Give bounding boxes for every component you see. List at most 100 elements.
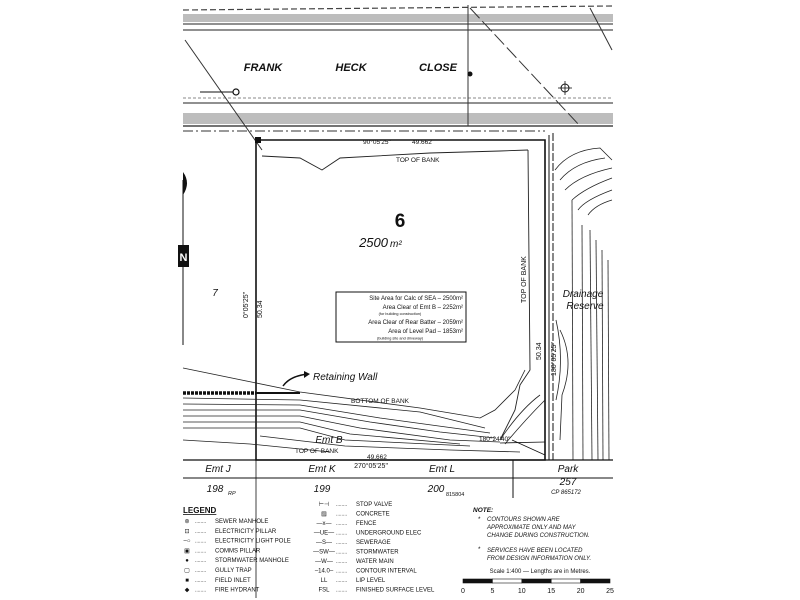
legend-right-leader-3: ........ [336, 531, 347, 537]
north-boundary-length: 49.662 [412, 139, 432, 146]
bottom-of-bank-label: BOTTOM OF BANK [351, 398, 410, 405]
areas-line-6: (building site and driveway) [377, 337, 424, 341]
legend-right-leader-0: ........ [336, 502, 347, 508]
light-pole-icon [232, 88, 240, 96]
areas-line-4: Area Clear of Rear Batter – 2059m² [368, 320, 463, 326]
north-boundary-bearing: 90°05'25" [363, 138, 392, 146]
legend-left-symbol-icon-2: –○ [184, 539, 191, 545]
legend-left-leader-6: ........ [195, 578, 206, 584]
scale-tick-1: 5 [490, 588, 494, 595]
legend-right-leader-5: ........ [336, 550, 347, 556]
street-area: FRANK HECK CLOSE [182, 5, 613, 151]
legend-left-leader-7: ........ [195, 588, 206, 594]
top-of-bank-label-north: TOP OF BANK [396, 157, 440, 164]
emt-k-label: Emt K [308, 464, 337, 475]
legend-right-leader-7: ........ [336, 569, 347, 575]
scale-tick-5: 25 [606, 588, 614, 595]
kerb-north [183, 14, 613, 22]
note-2a: SERVICES HAVE BEEN LOCATED [487, 548, 583, 554]
legend-left-label-4: STORMWATER MANHOLE [215, 558, 289, 564]
south-boundary-length: 49.662 [367, 454, 387, 461]
note-2b: FROM DESIGN INFORMATION ONLY. [487, 556, 591, 562]
legend-right-symbol-icon-0: ⊢⊣ [319, 501, 329, 508]
top-of-bank-label-south: TOP OF BANK [295, 448, 339, 455]
drainage-label-1: Drainage [563, 289, 604, 300]
legend-right-symbol-icon-9: FSL [318, 588, 330, 594]
scale-tick-2: 10 [518, 588, 526, 595]
note-1a: CONTOURS SHOWN ARE [487, 517, 561, 523]
legend-right-leader-9: ........ [336, 588, 347, 594]
note-1c: CHANGE DURING CONSTRUCTION. [487, 533, 590, 539]
legend-left-column: ⊚........SEWER MANHOLE⊡........ELECTRICI… [184, 519, 291, 594]
legend-left-symbol-icon-4: ● [185, 558, 189, 564]
legend-right-label-9: FINISHED SURFACE LEVEL [356, 588, 435, 594]
park-lot-label: 257 [559, 477, 577, 488]
lot-number: 6 [395, 211, 406, 232]
legend-left-leader-2: ........ [195, 539, 206, 545]
svg-text:*: * [478, 516, 481, 523]
lot-200-label: 200 [427, 484, 445, 495]
note-1b: APPROXIMATE ONLY AND MAY [486, 525, 577, 531]
scale-tick-0: 0 [461, 588, 465, 595]
legend-right-symbol-icon-7: –14.0– [315, 569, 334, 575]
scale-blocks [462, 578, 611, 584]
legend-right-label-8: LIP LEVEL [356, 578, 386, 584]
legend-left-label-6: FIELD INLET [215, 578, 251, 584]
west-boundary-length: 50.34 [257, 300, 264, 318]
areas-line-3: (for building construction) [379, 312, 422, 316]
lot-200-plan: 815804 [446, 492, 464, 498]
south-boundary [183, 439, 613, 498]
scale-segment-4 [580, 578, 611, 584]
legend-right-label-1: CONCRETE [356, 512, 390, 518]
legend-right-label-2: FENCE [356, 521, 376, 527]
lot-198-label: 198 [207, 484, 224, 495]
legend-right-symbol-icon-1: ▨ [321, 512, 327, 518]
scale-segment-2 [521, 578, 552, 584]
lot-7-label: 7 [212, 288, 218, 299]
lot-area-value: 2500 [358, 235, 389, 250]
retaining-wall-label: Retaining Wall [313, 372, 378, 383]
legend-left-label-3: COMMS PILLAR [215, 548, 261, 554]
legend-left-leader-3: ........ [195, 548, 206, 554]
east-boundary-bearing: 180°05'25" [550, 342, 558, 376]
stormwater-manhole-icon [467, 71, 473, 77]
legend-right-symbol-icon-3: —UE— [314, 531, 334, 537]
legend-right-symbol-icon-5: —SW— [313, 550, 335, 556]
legend-right-label-7: CONTOUR INTERVAL [356, 569, 417, 575]
legend-left-symbol-icon-7: ◆ [185, 588, 190, 594]
legend-left-symbol-icon-5: ▢ [184, 568, 190, 574]
scale-segment-0 [462, 578, 493, 584]
emt-b-label: Emt B [315, 435, 343, 446]
legend-left-leader-1: ........ [195, 529, 206, 535]
scale-tick-3: 15 [547, 588, 555, 595]
legend-right-symbol-icon-2: —x— [317, 521, 332, 527]
note: NOTE: * CONTOURS SHOWN ARE APPROXIMATE O… [473, 507, 591, 562]
legend-left-label-0: SEWER MANHOLE [215, 519, 268, 525]
top-of-bank-east: TOP OF BANK [499, 149, 531, 441]
se-boundary-bearing: 180°24'40" [479, 435, 511, 443]
south-boundary-bearing: 270°05'25" [354, 462, 388, 470]
areas-line-2: Area Clear of Emt B – 2252m² [383, 305, 463, 311]
scale-tick-4: 20 [577, 588, 585, 595]
legend-right-column: ⊢⊣........ STOP VALVE ▨........ CONCRETE —x—… [313, 501, 435, 594]
legend-right-leader-1: ........ [336, 512, 347, 518]
note-title: NOTE: [473, 507, 493, 514]
top-of-bank-label-east: TOP OF BANK [521, 256, 528, 303]
kerb-south [183, 113, 613, 124]
areas-line-1: Site Area for Calc of SEA – 2500m² [369, 296, 463, 302]
legend-right-leader-6: ........ [336, 559, 347, 565]
retaining-wall: Retaining Wall [183, 371, 378, 395]
west-boundary-bearing: 0°05'25" [242, 291, 250, 318]
park-plan-label: CP 865172 [551, 490, 581, 496]
street-name-word-2: HECK [335, 62, 367, 74]
legend-left-symbol-icon-3: ▣ [184, 548, 190, 554]
street-name-word-1: FRANK [244, 62, 284, 74]
legend-left-symbol-icon-0: ⊚ [184, 519, 189, 525]
drainage-label-2: Reserve [566, 301, 604, 312]
legend-right-label-0: STOP VALVE [356, 502, 392, 508]
legend-left-label-7: FIRE HYDRANT [215, 588, 260, 594]
legend-right-leader-2: ........ [336, 521, 347, 527]
legend-left-label-2: ELECTRICITY LIGHT POLE [215, 539, 291, 545]
